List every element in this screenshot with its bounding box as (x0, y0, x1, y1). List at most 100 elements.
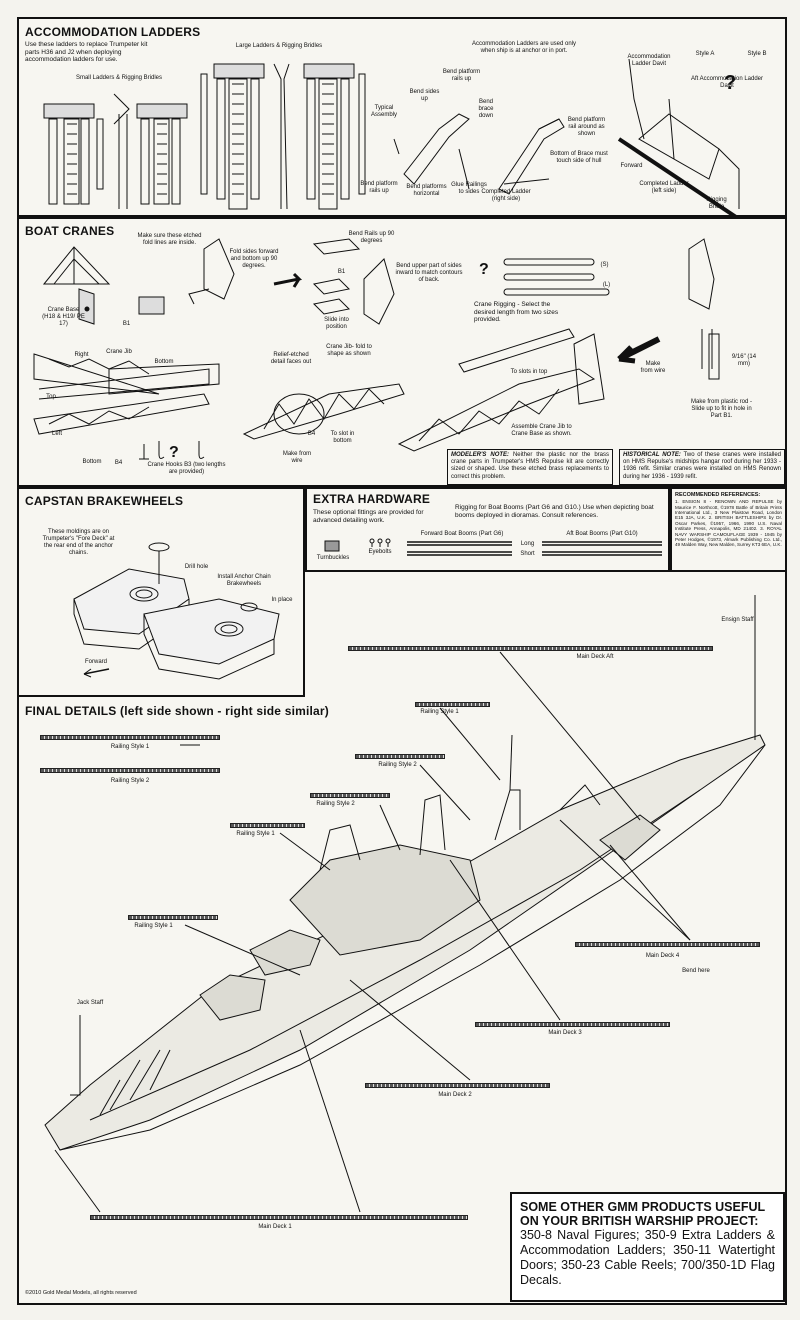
aft-davit-label: Aft Accommodation Ladder Davit (690, 76, 764, 89)
large-ladders-label: Large Ladders & Rigging Bridles (235, 43, 323, 49)
svg-text:?: ? (169, 444, 179, 461)
fold-lines-note: Make sure these etched fold lines are in… (137, 233, 202, 246)
to-slots-top-label: To slots in top (510, 369, 548, 375)
railing-style-2-label: Railing Style 2 (110, 778, 150, 784)
historical-note-text: Two of these cranes were installed on HM… (623, 452, 782, 480)
railing-style-1c-label: Railing Style 1 (236, 831, 275, 837)
section-title: ACCOMMODATION LADDERS (25, 25, 201, 39)
railing-style-1-part (40, 735, 220, 740)
style-b-label: Style B (747, 51, 767, 57)
promo-heading: SOME OTHER GMM PRODUCTS USEFUL ON YOUR B… (520, 1200, 765, 1228)
aft-booms-label: Aft Boat Booms (Part G10) (566, 531, 638, 537)
capstan-panel: CAPSTAN BRAKEWHEELS These moldings are o… (17, 487, 305, 697)
railing-style-1c-part (230, 823, 305, 828)
main-deck-3-label: Main Deck 3 (548, 1030, 582, 1036)
main-deck-1-label: Main Deck 1 (258, 1224, 292, 1230)
rigging-s-label: (S) (600, 262, 609, 268)
plastic-rod-label: Make from plastic rod - Slide up to fit … (690, 399, 753, 419)
main-deck-2-part (365, 1083, 550, 1088)
b1-label-2: B1 (122, 321, 131, 327)
modelers-note-box: MODELER'S NOTE: Neither the plastic nor … (447, 449, 613, 485)
railing-style-1d-label: Railing Style 1 (134, 923, 173, 929)
completed-ladder-right: Completed Ladder (right side) (481, 189, 531, 202)
eyebolts-label: Eyebolts (368, 549, 392, 555)
b4-label-2: B4 (307, 431, 316, 437)
railing-style-1-label: Railing Style 1 (110, 744, 150, 750)
railing-style-2b-label: Railing Style 2 (378, 762, 417, 768)
main-deck-aft-part (348, 646, 713, 651)
assemble-label: Assemble Crane Jib to Crane Base as show… (511, 424, 572, 437)
railing-style-2b-part (355, 754, 445, 759)
dimension-label: 9/16" (14 mm) (731, 354, 757, 367)
section-title: BOAT CRANES (25, 224, 115, 238)
railing-style-2c-part (310, 793, 390, 798)
capstan-drawing (73, 542, 280, 680)
make-from-wire-label: Make from wire (282, 451, 312, 464)
jib-right-label: Right (74, 352, 89, 358)
references-panel: RECOMMENDED REFERENCES: 1. ENSIGN 8 - RE… (670, 487, 787, 572)
rigging-note: Rigging for Boat Booms (Part G6 and G10.… (455, 504, 654, 519)
moldings-note: These moldings are on Trumpeter's "Fore … (42, 529, 115, 556)
install-label: Install Anchor Chain Brakewheels (217, 574, 271, 587)
railing-style-2-part (40, 768, 220, 773)
bend-platform-rails-up-2: Bend platform rails up (360, 181, 398, 194)
relief-etched-label: Relief-etched detail faces out (270, 352, 312, 365)
slide-into-label: Slide into position (324, 317, 349, 330)
glue-railings: Glue Railings to sides (451, 182, 487, 195)
main-deck-4-part (575, 942, 760, 947)
style-a-label: Style A (695, 51, 715, 57)
copyright-text: ©2010 Gold Medal Models, all rights rese… (25, 1290, 137, 1296)
crane-hooks-label: Crane Hooks B3 (two lengths are provided… (147, 462, 226, 475)
long-label: Long (520, 541, 535, 547)
jib-top-label: Top (46, 394, 56, 400)
bend-brace-down: Bend brace down (478, 99, 494, 119)
jib-label: Crane Jib (106, 349, 132, 355)
short-label: Short (520, 551, 535, 557)
make-from-wire-label-2: Make from wire (640, 361, 666, 374)
optional-note: These optional fittings are provided for… (313, 509, 424, 524)
completed-ladder-left: Completed Ladder (left side) (639, 181, 689, 194)
final-details-title: FINAL DETAILS (left side shown - right s… (25, 704, 329, 718)
main-deck-2-label: Main Deck 2 (438, 1092, 472, 1098)
bottom-of-brace: Bottom of Brace must touch side of hull (550, 151, 608, 164)
b4-label: B4 (114, 460, 123, 466)
accommodation-ladders-panel: ACCOMMODATION LADDERS Use these ladders … (17, 17, 787, 217)
turnbuckles-label: Turnbuckles (316, 555, 350, 561)
jib-left-label: Left (51, 431, 62, 437)
railing-style-1b-part (415, 702, 490, 707)
historical-note-label: HISTORICAL NOTE: (623, 452, 681, 458)
main-deck-3-part (475, 1022, 670, 1027)
crane-rigging-note: Crane Rigging - Select the desired lengt… (474, 301, 559, 323)
jack-staff-label: Jack Staff (76, 1000, 104, 1006)
references-title: RECOMMENDED REFERENCES: (675, 492, 761, 498)
to-slot-label: To slot in bottom (330, 431, 355, 444)
railing-style-1d-part (128, 915, 218, 920)
small-ladders-label: Small Ladders & Rigging Bridles (75, 75, 163, 81)
main-deck-4-label: Main Deck 4 (645, 953, 680, 959)
extra-hardware-panel: EXTRA HARDWARE These optional fittings a… (305, 487, 670, 572)
jib-bottom-label: Bottom (154, 359, 174, 365)
svg-text:?: ? (479, 261, 489, 278)
in-place-label: In place (271, 597, 293, 603)
bend-upper-note: Bend upper part of sides inward to match… (395, 263, 463, 283)
bend-platform-rails-up: Bend platform rails up (442, 69, 481, 82)
references-text: 1. ENSIGN 8 - RENOWN AND REPULSE by Maur… (675, 499, 782, 548)
bend-sides-up: Bend sides up (409, 89, 440, 102)
b1-label: B1 (337, 269, 346, 275)
crane-parts-drawing: ? ? (33, 238, 720, 461)
hardware-drawing (324, 538, 662, 556)
rigging-l-label: (L) (602, 282, 611, 288)
forward-booms-label: Forward Boat Booms (Part G6) (420, 531, 504, 537)
bend-here-label: Bend here (682, 968, 710, 974)
historical-note-box: HISTORICAL NOTE: Two of these cranes wer… (619, 449, 785, 485)
modelers-note-label: MODELER'S NOTE: (451, 452, 510, 458)
bend-rails-label: Bend Rails up 90 degrees (348, 231, 395, 244)
davit-label: Accommodation Ladder Davit (627, 54, 671, 67)
forward-label: Forward (84, 659, 107, 665)
ladder-parts-drawing: ? (43, 58, 740, 215)
products-promo-box: SOME OTHER GMM PRODUCTS USEFUL ON YOUR B… (510, 1192, 785, 1302)
promo-body: 350-8 Naval Figures; 350-9 Extra Ladders… (520, 1228, 775, 1287)
railing-style-2c-label: Railing Style 2 (316, 801, 355, 807)
ensign-staff-label: Ensign Staff (721, 617, 754, 623)
